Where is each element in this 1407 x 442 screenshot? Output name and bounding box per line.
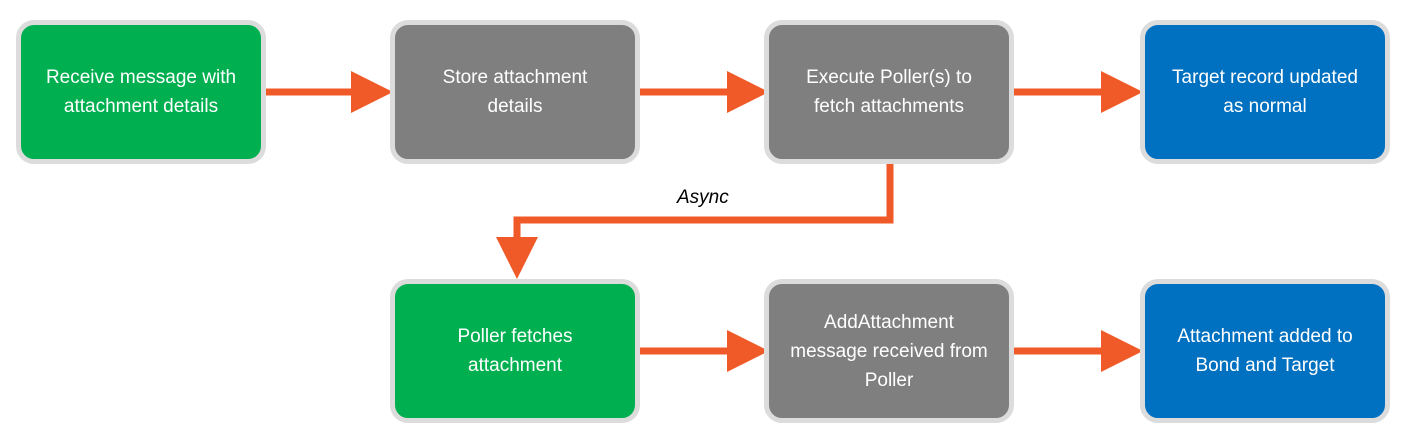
node-receive-message-label: Receive message with attachment details bbox=[45, 67, 237, 117]
node-receive-message: Receive message with attachment details bbox=[16, 20, 266, 164]
node-addattachment-message-label: AddAttachment message received from Poll… bbox=[790, 311, 988, 391]
node-addattachment-message: AddAttachment message received from Poll… bbox=[764, 279, 1014, 423]
node-execute-pollers: Execute Poller(s) to fetch attachments bbox=[764, 20, 1014, 164]
node-poller-fetches-attachment-label: Poller fetches attachment bbox=[457, 326, 573, 376]
node-target-record-updated: Target record updated as normal bbox=[1140, 20, 1390, 164]
node-attachment-added: Attachment added to Bond and Target bbox=[1140, 279, 1390, 423]
node-target-record-updated-label: Target record updated as normal bbox=[1172, 67, 1358, 117]
node-poller-fetches-attachment: Poller fetches attachment bbox=[390, 279, 640, 423]
node-store-attachment-details-label: Store attachment details bbox=[442, 67, 588, 117]
node-attachment-added-label: Attachment added to Bond and Target bbox=[1177, 326, 1353, 376]
arrow-execute-to-poller-async bbox=[496, 164, 894, 279]
node-execute-pollers-label: Execute Poller(s) to fetch attachments bbox=[806, 67, 972, 117]
node-store-attachment-details: Store attachment details bbox=[390, 20, 640, 164]
async-label: Async bbox=[677, 187, 729, 208]
